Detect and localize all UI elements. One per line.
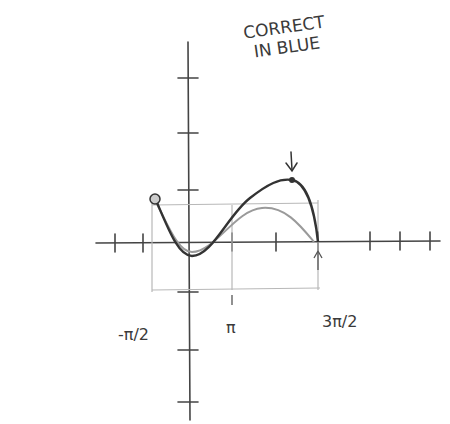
axis-label: 3π/2 (322, 312, 357, 331)
leader-arrow (291, 152, 292, 170)
sine-curve-light (155, 200, 314, 252)
start-point (150, 194, 160, 204)
sine-curve-correct (155, 180, 318, 256)
x-axis (96, 241, 440, 243)
axis-label: π (226, 318, 236, 337)
y-axis (188, 42, 190, 420)
axis-label: -π/2 (118, 325, 149, 344)
note-label: CORRECT IN BLUE (236, 12, 336, 64)
peak-point (289, 177, 295, 183)
